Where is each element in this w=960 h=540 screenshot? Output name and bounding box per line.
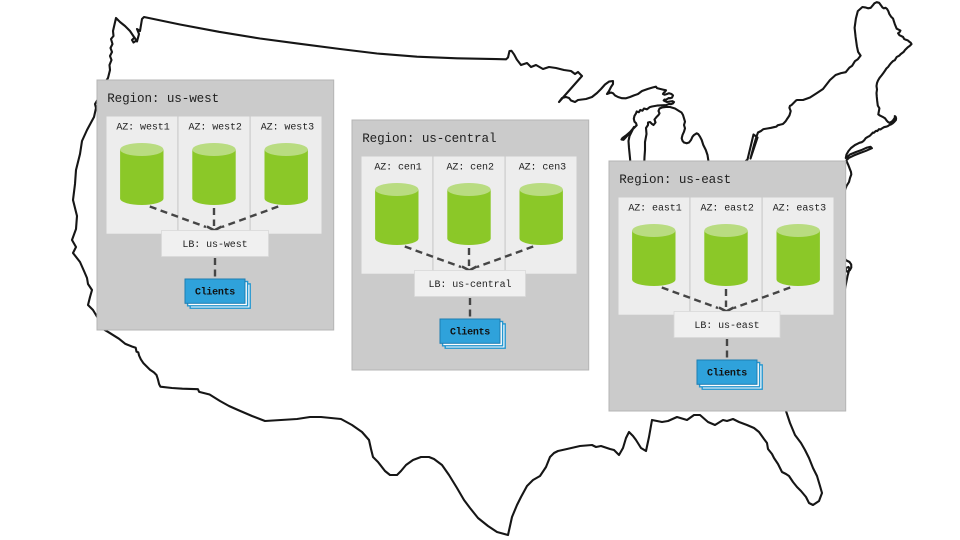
svg-text:AZ: west2: AZ: west2 [189,122,242,133]
svg-text:AZ: west1: AZ: west1 [116,122,169,133]
svg-text:Clients: Clients [450,327,490,339]
svg-text:Clients: Clients [707,368,747,380]
svg-text:Region: us-east: Region: us-east [619,173,731,187]
svg-text:LB: us-central: LB: us-central [429,279,512,291]
svg-text:LB: us-west: LB: us-west [182,240,247,251]
svg-text:Region: us-west: Region: us-west [107,92,219,106]
svg-text:Region: us-central: Region: us-central [362,132,496,146]
svg-text:AZ: cen1: AZ: cen1 [374,162,421,173]
svg-text:AZ: east2: AZ: east2 [701,203,754,214]
svg-text:Clients: Clients [195,287,235,299]
svg-text:AZ: east1: AZ: east1 [628,203,681,214]
svg-text:AZ: east3: AZ: east3 [773,203,826,214]
svg-text:AZ: cen2: AZ: cen2 [447,162,494,173]
svg-text:LB: us-east: LB: us-east [694,321,759,332]
svg-text:AZ: cen3: AZ: cen3 [519,162,566,173]
svg-text:AZ: west3: AZ: west3 [261,122,314,133]
